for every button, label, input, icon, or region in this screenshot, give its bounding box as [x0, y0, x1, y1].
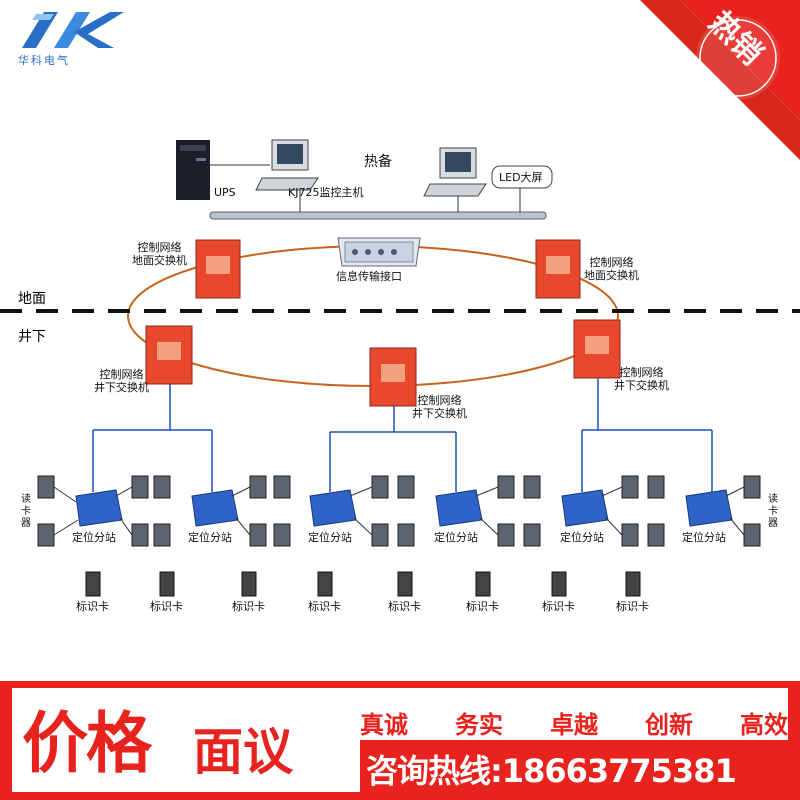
- ups-label: UPS: [214, 186, 236, 199]
- reader-label-left: 读卡器: [21, 494, 31, 529]
- hotline-box: [360, 740, 788, 792]
- distribution-lines: [92, 378, 713, 492]
- underground-switch-2: [369, 347, 417, 407]
- id-card-devices: [85, 571, 641, 597]
- interface-label: 信息传输接口: [336, 270, 402, 283]
- switch-label-surface-2: 控制网络地面交换机: [584, 256, 639, 282]
- underground-switch-1: [145, 325, 193, 385]
- standby-computer-icon: [423, 147, 487, 197]
- id-card-label: 标识卡: [388, 600, 421, 613]
- substation-label: 定位分站: [560, 531, 604, 544]
- slogan-item: 创新: [645, 711, 693, 739]
- interface-rack-icon: [337, 237, 421, 267]
- reader-label-right: 读卡器: [768, 494, 778, 529]
- ups-icon: [176, 140, 210, 200]
- led-screen-label: LED大屏: [499, 171, 543, 184]
- hotline-text: 咨询热线:18663775381: [366, 752, 737, 790]
- underground-switch-3: [573, 319, 621, 379]
- slogan-item: 务实: [455, 711, 503, 739]
- hot-sale-ribbon: [640, 0, 800, 160]
- substation-label: 定位分站: [188, 531, 232, 544]
- slogan-item: 高效: [740, 711, 788, 739]
- id-card-label: 标识卡: [542, 600, 575, 613]
- reader-links: [53, 486, 745, 536]
- id-card-label: 标识卡: [308, 600, 341, 613]
- id-card-label: 标识卡: [616, 600, 649, 613]
- switch-label-underground-3: 控制网络井下交换机: [614, 366, 669, 392]
- led-screen-box: [491, 165, 553, 189]
- host-label: KJ725监控主机: [288, 186, 364, 199]
- underground-zone-label: 井下: [18, 329, 46, 345]
- slogan-row: 真诚 务实 卓越 创新 高效: [360, 705, 788, 740]
- host-computer-icon: [255, 139, 319, 191]
- switch-label-surface-1: 控制网络地面交换机: [132, 241, 187, 267]
- surface-switch-1: [195, 239, 241, 299]
- id-card-label: 标识卡: [150, 600, 183, 613]
- slogan-item: 卓越: [550, 711, 598, 739]
- card-reader-devices: [37, 475, 761, 547]
- substation-label: 定位分站: [308, 531, 352, 544]
- price-sub-text: 面议: [193, 723, 293, 781]
- substation-label: 定位分站: [434, 531, 478, 544]
- id-card-label: 标识卡: [76, 600, 109, 613]
- id-card-label: 标识卡: [466, 600, 499, 613]
- company-logo: [14, 8, 124, 52]
- substation-label: 定位分站: [72, 531, 116, 544]
- id-card-label: 标识卡: [232, 600, 265, 613]
- standby-label: 热备: [364, 154, 392, 170]
- surface-switch-2: [535, 239, 581, 299]
- ethernet-bus: [209, 211, 547, 220]
- network-diagram: [0, 139, 800, 597]
- substation-devices: [75, 489, 733, 527]
- surface-zone-label: 地面: [18, 291, 46, 307]
- logo-text: 华科电气: [18, 54, 70, 67]
- slogan-item: 真诚: [360, 711, 408, 739]
- switch-label-underground-2: 控制网络井下交换机: [412, 394, 467, 420]
- substation-label: 定位分站: [682, 531, 726, 544]
- switch-label-underground-1: 控制网络井下交换机: [94, 368, 149, 394]
- price-main-text: 价格: [22, 705, 152, 782]
